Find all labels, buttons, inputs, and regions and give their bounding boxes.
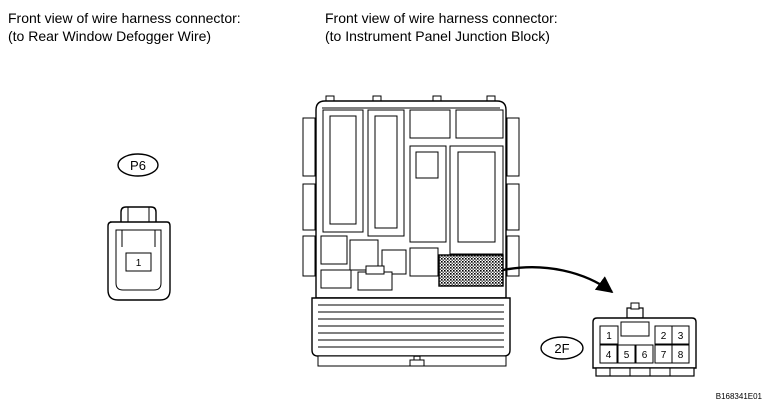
caption-left-line1: Front view of wire harness connector: (8, 10, 241, 26)
connector-2f-label-bubble (540, 336, 584, 360)
connector-2f-pin-8 (671, 344, 690, 364)
connector-2f-pin-4-label: 4 (606, 350, 612, 361)
connector-2f-pin-1 (599, 325, 619, 345)
connector-p6-pin-1-label: 1 (136, 258, 142, 269)
figure-code: B168341E01 (716, 392, 763, 401)
caption-left-line2: (to Rear Window Defogger Wire) (8, 28, 212, 44)
connector-p6: P6 1 (107, 153, 171, 301)
connector-2f-pin-2-label: 2 (661, 331, 667, 342)
connector-2f-pin-5 (617, 344, 636, 364)
connector-2f-pin-3-label: 3 (678, 331, 684, 342)
connector-2f: 2F 1 2 3 4 5 6 7 8 (540, 302, 697, 377)
connector-2f-label: 2F (554, 341, 569, 356)
connector-2f-pin-1-label: 1 (606, 331, 612, 342)
junction-block (302, 95, 520, 367)
connector-2f-pin-3 (671, 325, 690, 345)
caption-rear-window-defogger: Front view of wire harness connector: (t… (8, 9, 241, 45)
connector-2f-pin-5-label: 5 (624, 350, 630, 361)
connector-2f-pin-8-label: 8 (678, 350, 684, 361)
connector-p6-pin-1 (125, 252, 152, 272)
connector-2f-pin-6-label: 6 (642, 350, 648, 361)
connector-2f-pin-4 (599, 344, 618, 364)
connection-arrow (502, 266, 614, 293)
caption-right-line2: (to Instrument Panel Junction Block) (325, 28, 550, 44)
connector-p6-lock-tab (120, 206, 157, 222)
connector-2f-pin-6 (635, 344, 654, 364)
caption-instrument-panel-junction-block: Front view of wire harness connector: (t… (325, 9, 558, 45)
connector-p6-label: P6 (130, 158, 146, 173)
caption-right-line1: Front view of wire harness connector: (325, 10, 558, 26)
connector-p6-label-bubble (117, 153, 159, 177)
junction-block-2f-socket (438, 254, 504, 287)
connector-2f-pin-7-label: 7 (661, 350, 667, 361)
